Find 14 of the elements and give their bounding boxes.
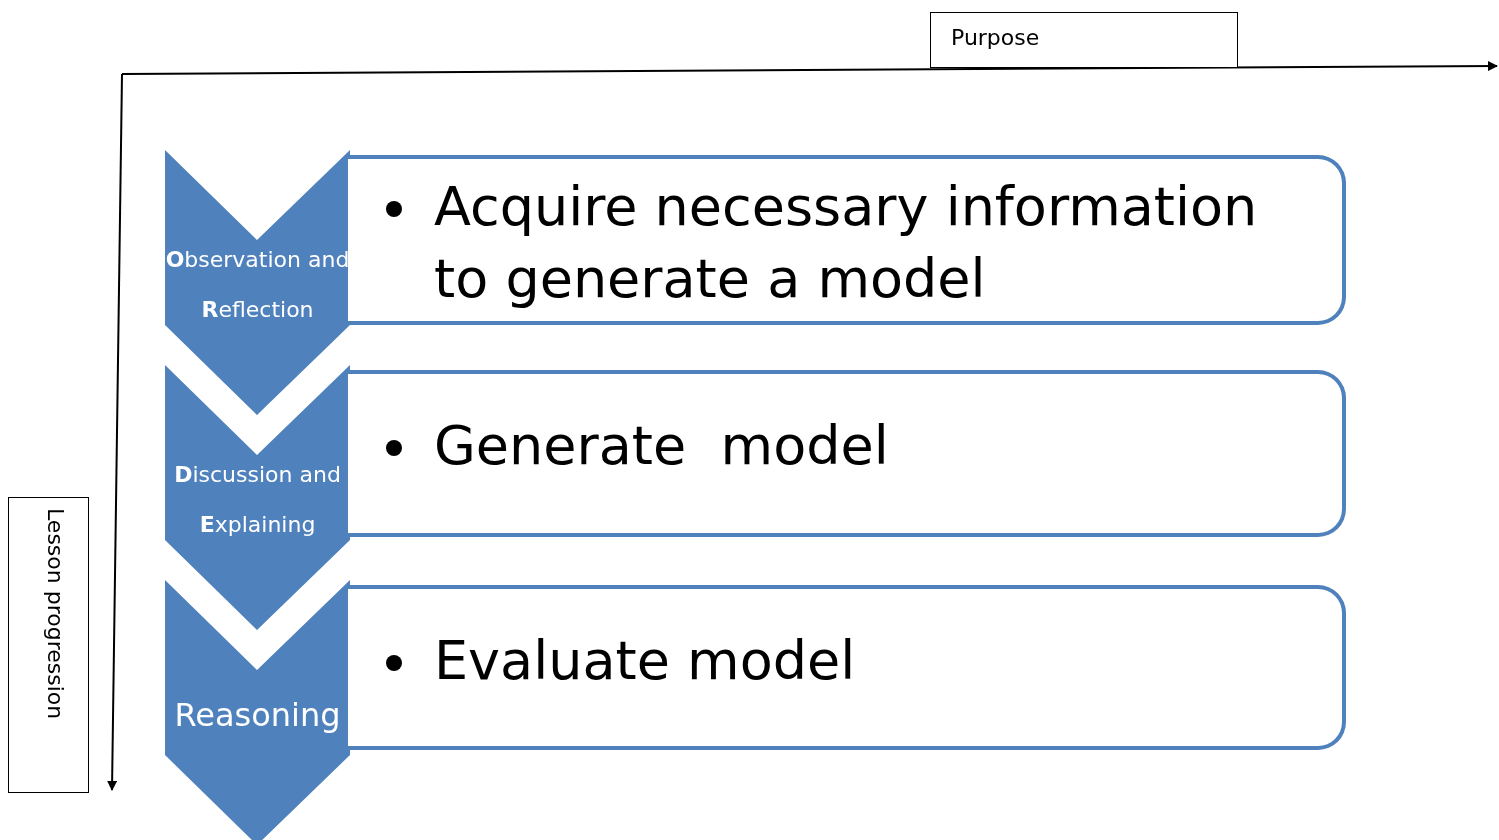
bullet-text: Evaluate model xyxy=(434,628,857,694)
chevron-shape xyxy=(165,580,350,840)
axis-label: Lesson progression xyxy=(8,497,89,793)
chevron-shape xyxy=(165,365,350,630)
description-card xyxy=(348,585,1346,750)
stage-label: Discussion and Explaining xyxy=(173,461,342,539)
description-card xyxy=(348,155,1346,325)
description-card xyxy=(348,370,1346,537)
chevron-shape xyxy=(165,150,350,415)
bullet-text: Generate model xyxy=(434,413,890,479)
stage-label: Reasoning xyxy=(173,695,342,736)
axis-label: Purpose xyxy=(930,12,1238,68)
bullet-text: Acquire necessary information to generate a model xyxy=(434,174,1259,312)
stage-label: Observation and Reflection xyxy=(165,246,350,324)
